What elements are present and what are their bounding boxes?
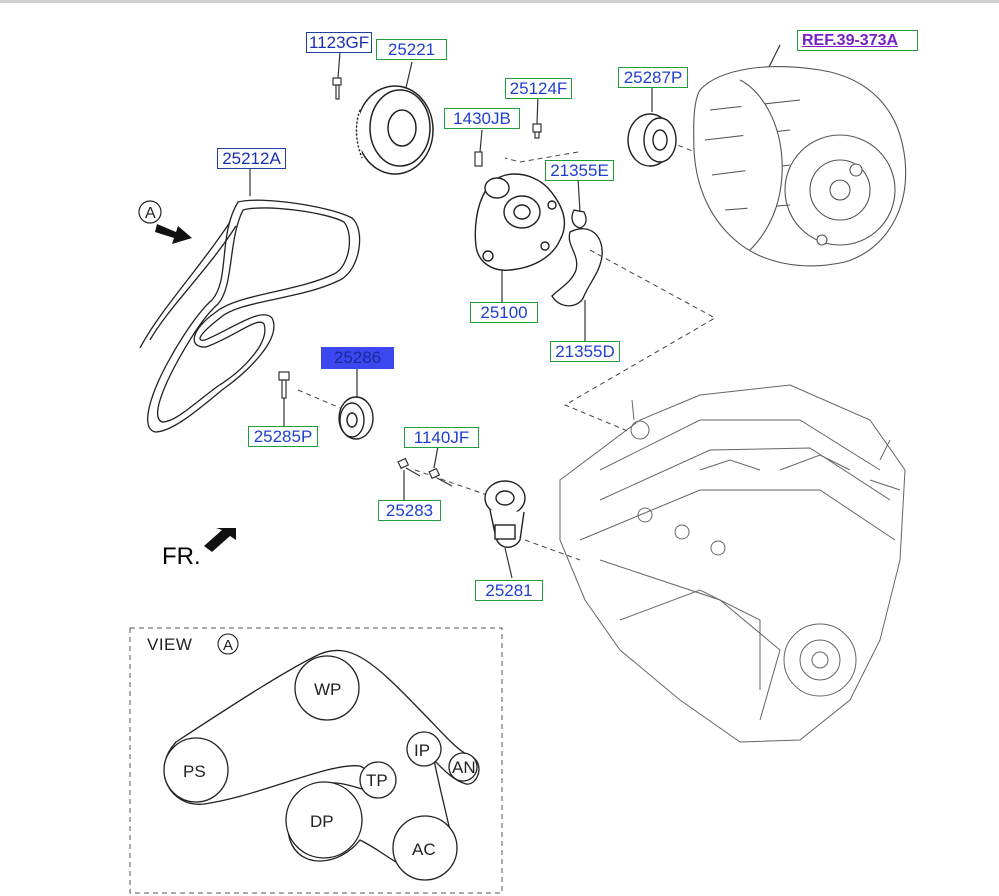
part-label-25283[interactable]: 25283 — [378, 500, 441, 521]
engine-block — [559, 384, 906, 743]
front-label: FR. — [162, 543, 201, 570]
dashed-idler-line — [297, 389, 346, 411]
pulley-wp-circle — [294, 655, 360, 721]
pulley-wp-label: WP — [314, 680, 341, 699]
gasket-21355E — [571, 209, 587, 229]
bolt-1430JB — [474, 151, 483, 167]
view-a-marker: A — [217, 633, 239, 655]
pulley-ac-circle — [392, 815, 458, 881]
leader-21355E — [577, 177, 581, 213]
bolt-1123GF — [332, 77, 342, 100]
water-pump-25100 — [474, 173, 566, 271]
part-label-25285P[interactable]: 25285P — [248, 426, 318, 447]
part-label-25286[interactable]: 25286 — [321, 347, 394, 369]
bolts-25283 — [397, 457, 453, 487]
part-label-25124F[interactable]: 25124F — [505, 78, 572, 99]
pulley-labels: WP PS IP AN TP DP AC — [183, 680, 476, 859]
pulley-tp-label: TP — [366, 771, 388, 790]
part-label-25212A[interactable]: 25212A — [217, 148, 286, 169]
leader-1123GF — [337, 51, 341, 79]
pulley-25221 — [355, 85, 434, 175]
pulleys — [163, 655, 478, 881]
pulley-dp-label: DP — [310, 812, 334, 831]
alternator-ref — [693, 66, 907, 267]
dashed-tensioner-line — [524, 539, 581, 561]
part-label-21355E[interactable]: 21355E — [545, 160, 614, 181]
pulley-ps-circle — [163, 737, 229, 803]
callout-a-text: A — [145, 205, 156, 222]
pulley-ps-label: PS — [183, 762, 206, 781]
part-label-25221[interactable]: 25221 — [376, 39, 447, 60]
view-title: VIEW — [147, 635, 193, 654]
leader-25281 — [504, 547, 513, 579]
pulley-ip-label: IP — [414, 741, 430, 760]
gasket-21355D — [551, 228, 603, 307]
pulley-ip-circle — [406, 731, 442, 767]
dashed-tensioner-bolt — [414, 469, 491, 497]
idler-pulley-25286 — [338, 396, 374, 440]
reference-label[interactable]: REF.39-373A — [797, 30, 918, 51]
part-label-1123GF[interactable]: 1123GF — [306, 32, 372, 53]
leader-1140JF — [433, 445, 439, 469]
pulley-dp-circle — [285, 781, 363, 859]
pulley-ac-label: AC — [412, 840, 436, 859]
part-label-25281[interactable]: 25281 — [475, 580, 543, 601]
pulley-an-circle — [448, 752, 478, 782]
leader-25124F — [536, 94, 539, 125]
bolt-25285P — [278, 371, 290, 399]
part-label-25100[interactable]: 25100 — [470, 302, 538, 323]
view-marker-text: A — [223, 637, 233, 654]
top-divider — [0, 0, 999, 3]
tensioner-25281 — [484, 480, 526, 548]
bearing-25287P — [627, 113, 677, 167]
pulley-tp-circle — [359, 761, 397, 799]
pulley-an-label: AN — [452, 758, 476, 777]
dashed-pump-line — [563, 249, 717, 433]
leader-25221 — [404, 61, 413, 93]
dashed-bolt-line — [504, 151, 579, 163]
part-label-25287P[interactable]: 25287P — [618, 67, 688, 88]
view-a-frame — [129, 627, 503, 894]
callout-A-marker: A — [138, 200, 192, 244]
part-label-1430JB[interactable]: 1430JB — [444, 108, 520, 129]
belt-25212A — [139, 199, 361, 433]
part-label-21355D[interactable]: 21355D — [550, 341, 620, 362]
front-arrow-icon — [204, 528, 236, 552]
leader-1430JB — [479, 129, 483, 153]
bolt-25124F — [532, 123, 542, 139]
part-label-1140JF[interactable]: 1140JF — [404, 427, 479, 448]
